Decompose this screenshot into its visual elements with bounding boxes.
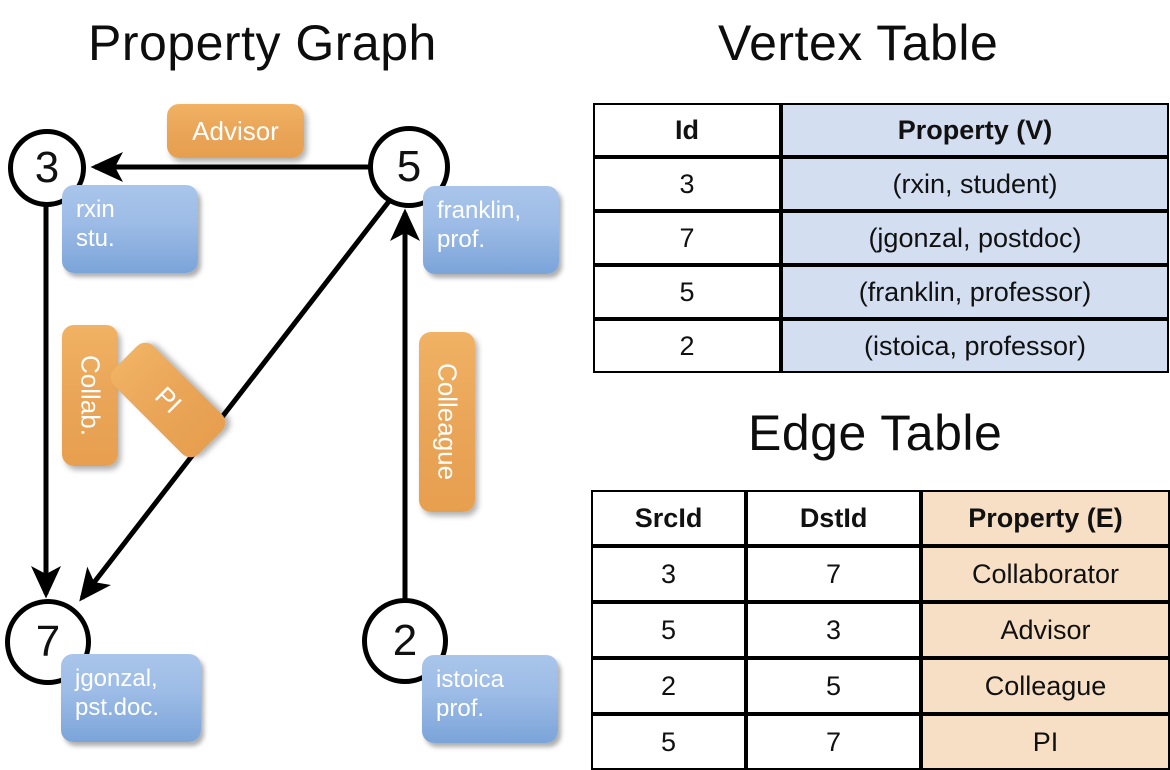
vertex-table: Id Property (V) 3 (rxin, student) 7 (jgo… (593, 103, 1169, 373)
edge-row-1-dst: 3 (746, 602, 922, 658)
vertex-row-3-id: 2 (593, 319, 781, 373)
table-row[interactable]: 3 (rxin, student) (593, 157, 1169, 211)
edge-table-header-row: SrcId DstId Property (E) (591, 490, 1170, 546)
edge-row-1-src: 5 (591, 602, 747, 658)
edge-arrow-pi (79, 198, 392, 602)
edge-row-0-src: 3 (591, 546, 747, 602)
graph-node-3-property-line2: stu. (76, 225, 115, 253)
edge-label-collab: Collab. (62, 325, 118, 466)
edge-row-3-src: 5 (591, 714, 747, 770)
graph-node-7-property-line1: jgonzal, (75, 665, 158, 692)
edge-row-2-src: 2 (591, 658, 747, 714)
graph-node-3-property-line1: rxin (76, 196, 115, 223)
edge-label-collab-text: Collab. (75, 355, 106, 436)
table-row[interactable]: 5 7 PI (591, 714, 1170, 770)
vertex-row-2-id: 5 (593, 265, 781, 319)
graph-node-3-property-box: rxin stu. (62, 185, 198, 273)
vertex-table-header-id: Id (593, 103, 781, 157)
graph-node-3-label: 3 (34, 143, 60, 192)
graph-node-2[interactable]: 2 (362, 598, 448, 684)
edge-label-colleague: Colleague (419, 332, 475, 512)
vertex-row-1-property: (jgonzal, postdoc) (781, 211, 1169, 265)
graph-node-2-property-line1: istoica (436, 666, 505, 693)
edge-table-header-property: Property (E) (921, 490, 1170, 546)
graph-node-7-property-box: jgonzal, pst.doc. (61, 654, 201, 742)
page-title-vertex-table: Vertex Table (718, 15, 999, 71)
edge-label-advisor-text: Advisor (192, 115, 279, 146)
vertex-row-3-property: (istoica, professor) (781, 319, 1169, 373)
graph-node-2-property-box: istoica prof. (422, 655, 558, 743)
graph-node-5-property-line2: prof. (437, 226, 486, 254)
edge-table-header-srcid: SrcId (591, 490, 747, 546)
edge-row-3-dst: 7 (746, 714, 922, 770)
graph-node-2-label: 2 (392, 616, 418, 665)
table-row[interactable]: 2 5 Colleague (591, 658, 1170, 714)
graph-edges-layer (31, 152, 420, 602)
table-row[interactable]: 2 (istoica, professor) (593, 319, 1169, 373)
graph-node-5[interactable]: 5 (368, 126, 450, 208)
edge-row-1-property: Advisor (921, 602, 1170, 658)
vertex-row-1-id: 7 (593, 211, 781, 265)
edge-row-2-property: Colleague (921, 658, 1170, 714)
edge-row-0-dst: 7 (746, 546, 922, 602)
edge-table-header-dstid: DstId (746, 490, 922, 546)
edge-table: SrcId DstId Property (E) 3 7 Collaborato… (591, 490, 1170, 770)
edge-row-2-dst: 5 (746, 658, 922, 714)
graph-node-7-property-line2: pst.doc. (75, 694, 160, 722)
edge-label-pi-text: PI (149, 380, 188, 419)
graph-node-7-label: 7 (35, 617, 61, 666)
graph-node-5-label: 5 (396, 142, 422, 191)
table-row[interactable]: 5 (franklin, professor) (593, 265, 1169, 319)
table-row[interactable]: 5 3 Advisor (591, 602, 1170, 658)
graph-node-5-property-box: franklin, prof. (423, 186, 559, 274)
page-title-edge-table: Edge Table (748, 405, 1003, 461)
vertex-row-2-property: (franklin, professor) (781, 265, 1169, 319)
table-row[interactable]: 7 (jgonzal, postdoc) (593, 211, 1169, 265)
table-row[interactable]: 3 7 Collaborator (591, 546, 1170, 602)
edge-row-3-property: PI (921, 714, 1170, 770)
graph-node-2-property-line2: prof. (436, 695, 485, 723)
graph-node-5-property-line1: franklin, (437, 197, 522, 224)
vertex-table-header-property: Property (V) (781, 103, 1169, 157)
vertex-table-header-row: Id Property (V) (593, 103, 1169, 157)
edge-label-colleague-text: Colleague (432, 363, 463, 481)
vertex-row-0-id: 3 (593, 157, 781, 211)
edge-label-advisor: Advisor (167, 104, 304, 158)
vertex-row-0-property: (rxin, student) (781, 157, 1169, 211)
edge-row-0-property: Collaborator (921, 546, 1170, 602)
page-title-property-graph: Property Graph (88, 15, 437, 71)
